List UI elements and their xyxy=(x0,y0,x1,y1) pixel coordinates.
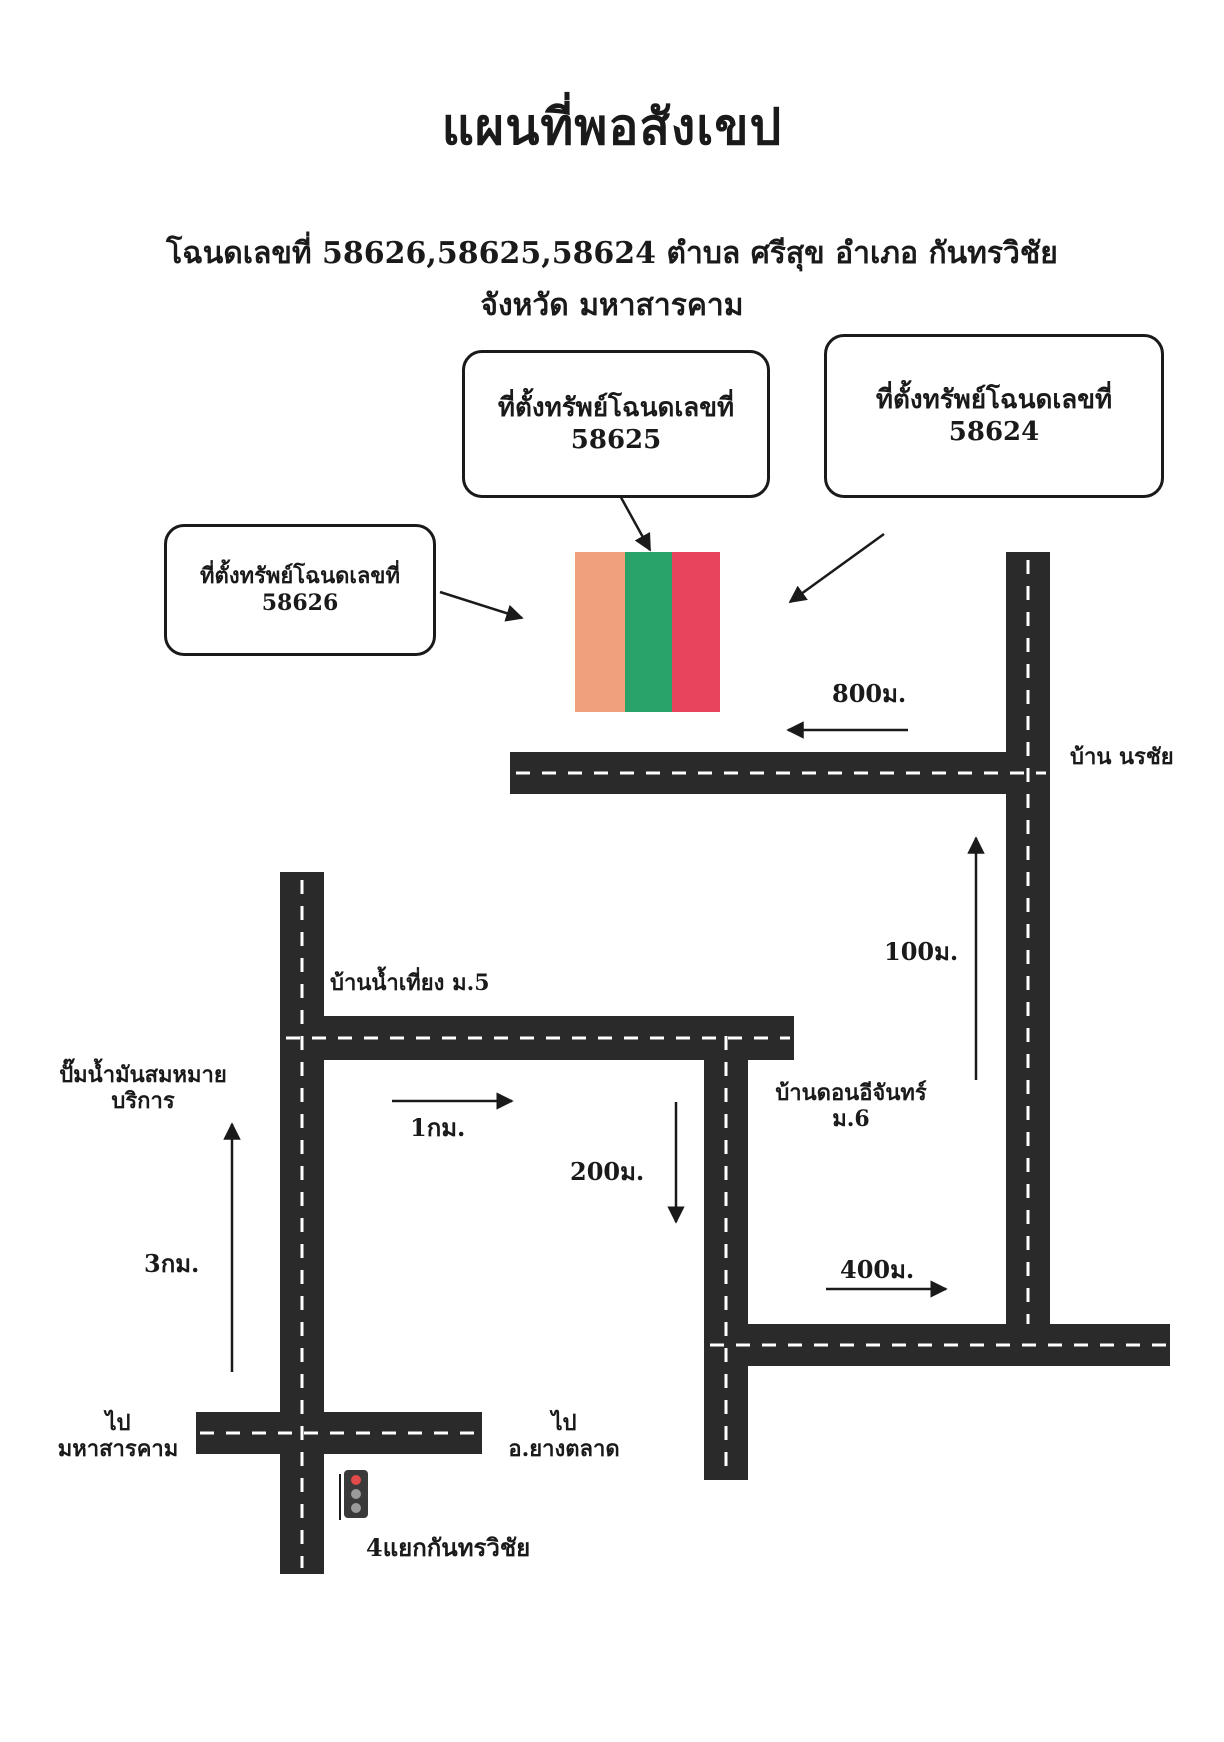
label-to-maha-sarakham: ไป มหาสารคาม xyxy=(48,1410,188,1463)
label-gas-station: ปั๊มน้ำมันสมหมาย บริการ xyxy=(48,1062,238,1115)
road-lower-east xyxy=(704,1324,1170,1366)
land-plots xyxy=(575,552,720,712)
province-subtitle: จังหวัด มหาสารคาม xyxy=(480,288,744,323)
plot-58625 xyxy=(625,552,672,712)
callout-number: 58624 xyxy=(948,417,1040,447)
label-to-yang-talat: ไป อ.ยางตลาด xyxy=(494,1410,634,1463)
label-to-right-line1: ไป xyxy=(551,1410,577,1436)
distance-800m: 800ม. xyxy=(832,679,907,708)
callout-label: ที่ตั้งทรัพย์โฉนดเลขที่ xyxy=(200,562,400,589)
label-gas-station-line2: บริการ xyxy=(111,1088,175,1115)
road-ban-nam-thiang xyxy=(280,1016,794,1060)
label-intersection: 4แยกกันทรวิชัย xyxy=(366,1533,531,1562)
callout-box-58626: ที่ตั้งทรัพย์โฉนดเลขที่ 58626 xyxy=(164,524,436,656)
label-ban-don-ijan-line1: บ้านดอนอีจันทร์ xyxy=(775,1080,927,1106)
callout-number: 58626 xyxy=(261,590,339,616)
distance-400m: 400ม. xyxy=(840,1255,915,1284)
roads xyxy=(196,552,1170,1574)
distance-3km: 3กม. xyxy=(144,1249,200,1278)
callout-arrow-58626 xyxy=(439,590,524,622)
label-ban-nam-thiang: บ้านน้ำเที่ยง ม.5 xyxy=(330,970,490,996)
label-ban-don-ijan: บ้านดอนอีจันทร์ ม.6 xyxy=(756,1080,946,1133)
distance-1km: 1กม. xyxy=(410,1113,466,1142)
callout-arrow-58624 xyxy=(788,532,885,604)
callout-label: ที่ตั้งทรัพย์โฉนดเลขที่ xyxy=(497,392,735,423)
label-ban-don-ijan-line2: ม.6 xyxy=(832,1106,870,1133)
callout-box-58625: ที่ตั้งทรัพย์โฉนดเลขที่ 58625 xyxy=(462,350,770,498)
callout-label: ที่ตั้งทรัพย์โฉนดเลขที่ xyxy=(875,384,1113,415)
label-to-right-line2: อ.ยางตลาด xyxy=(508,1436,620,1463)
distance-200m: 200ม. xyxy=(570,1157,645,1186)
distance-100m: 100ม. xyxy=(884,937,959,966)
callout-number: 58625 xyxy=(570,425,662,455)
label-ban-norachai: บ้าน นรชัย xyxy=(1070,744,1174,770)
road-norachai xyxy=(1006,552,1050,1330)
plot-58626 xyxy=(575,552,625,712)
label-gas-station-line1: ปั๊มน้ำมันสมหมาย xyxy=(59,1062,227,1088)
label-to-left-line2: มหาสารคาม xyxy=(57,1436,179,1463)
traffic-light-icon xyxy=(339,1470,368,1520)
map-title: แผนที่พอสังเขป xyxy=(441,97,783,156)
callout-box-58624: ที่ตั้งทรัพย์โฉนดเลขที่ 58624 xyxy=(824,334,1164,498)
callout-arrow-58625 xyxy=(616,491,652,552)
plot-58624 xyxy=(672,552,720,712)
deed-subtitle: โฉนดเลขที่ 58626,58625,58624 ตำบล ศรีสุข… xyxy=(166,236,1058,271)
label-to-left-line1: ไป xyxy=(105,1410,131,1436)
